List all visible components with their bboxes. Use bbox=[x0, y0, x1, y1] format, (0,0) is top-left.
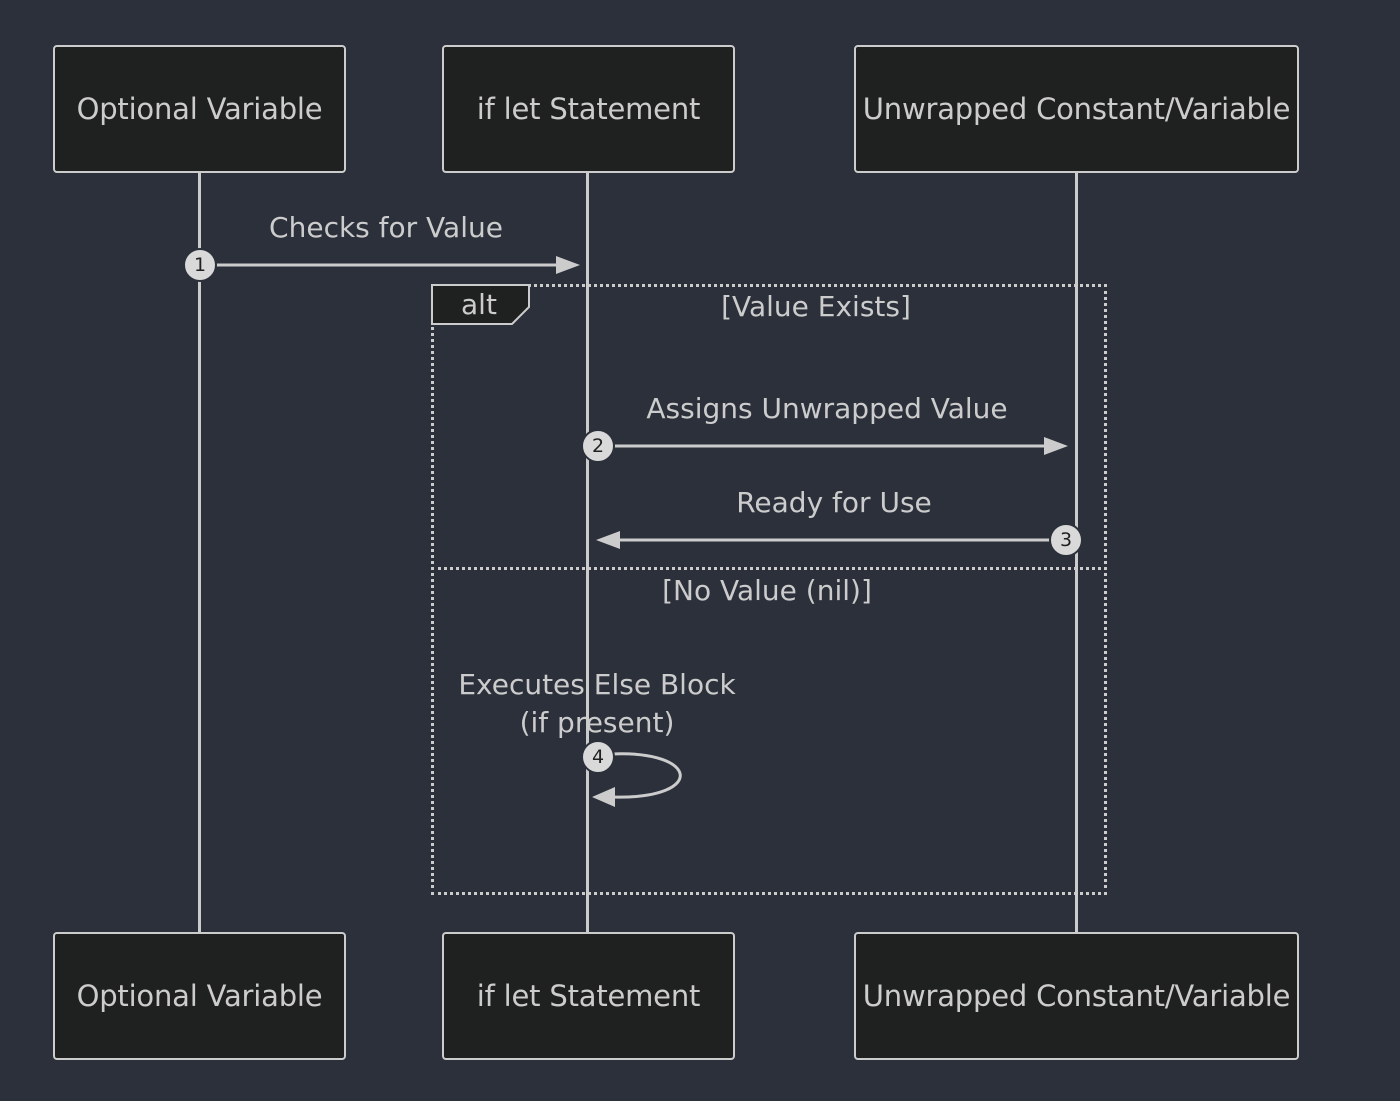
actor-unwrapped-constant-bottom: Unwrapped Constant/Variable bbox=[854, 932, 1299, 1060]
message-1-arrowhead bbox=[556, 256, 580, 274]
alt-else-divider bbox=[431, 567, 1107, 570]
message-3-label: Ready for Use bbox=[736, 486, 932, 519]
sequence-number-4: 4 bbox=[581, 740, 615, 774]
lifeline-if-let-statement bbox=[586, 172, 589, 932]
actor-label: if let Statement bbox=[476, 92, 701, 126]
lifeline-optional-variable bbox=[198, 172, 201, 932]
sequence-number-3: 3 bbox=[1049, 523, 1083, 557]
alt-tag-box bbox=[431, 284, 530, 325]
actor-label: Optional Variable bbox=[76, 979, 323, 1013]
actor-if-let-statement-top: if let Statement bbox=[442, 45, 735, 173]
actor-label: Unwrapped Constant/Variable bbox=[862, 92, 1291, 126]
actor-optional-variable-bottom: Optional Variable bbox=[53, 932, 346, 1060]
actor-unwrapped-constant-top: Unwrapped Constant/Variable bbox=[854, 45, 1299, 173]
message-1-label: Checks for Value bbox=[269, 211, 503, 244]
actor-if-let-statement-bottom: if let Statement bbox=[442, 932, 735, 1060]
actor-label: Unwrapped Constant/Variable bbox=[862, 979, 1291, 1013]
message-4-loop bbox=[597, 752, 682, 799]
message-3-arrowhead bbox=[596, 531, 620, 549]
actor-label: if let Statement bbox=[476, 979, 701, 1013]
message-4-label-line-1: Executes Else Block bbox=[458, 668, 736, 701]
message-2-arrowhead bbox=[1044, 437, 1068, 455]
message-4-label-line-2: (if present) bbox=[519, 706, 675, 739]
alt-frame bbox=[431, 284, 1107, 895]
message-2-label: Assigns Unwrapped Value bbox=[646, 392, 1008, 425]
alt-condition: [Value Exists] bbox=[721, 290, 911, 323]
actor-optional-variable-top: Optional Variable bbox=[53, 45, 346, 173]
sequence-number-2: 2 bbox=[581, 429, 615, 463]
message-4-arrowhead bbox=[592, 787, 615, 807]
sequence-number-1: 1 bbox=[183, 248, 217, 282]
message-4-label: Executes Else Block (if present) bbox=[458, 666, 735, 742]
alt-else-condition: [No Value (nil)] bbox=[662, 574, 872, 607]
alt-tag-label: alt bbox=[461, 288, 497, 321]
actor-label: Optional Variable bbox=[76, 92, 323, 126]
